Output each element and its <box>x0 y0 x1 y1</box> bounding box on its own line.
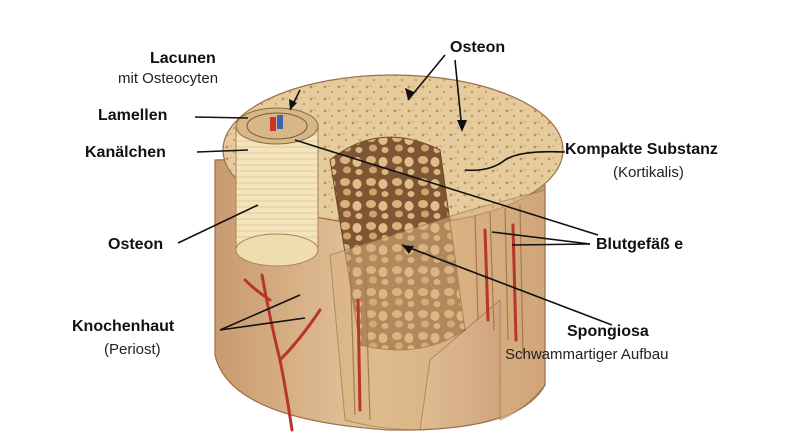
label-osteon-top: Osteon <box>450 39 505 57</box>
label-kompakte-sub: (Kortikalis) <box>613 164 684 181</box>
haversian-canal-vein <box>277 115 283 129</box>
label-lamellen: Lamellen <box>98 107 167 125</box>
haversian-canal-artery <box>270 117 276 131</box>
label-knochenhaut-sub: (Periost) <box>104 341 161 358</box>
label-spongiosa: Spongiosa <box>567 323 649 341</box>
label-knochenhaut: Knochenhaut <box>72 318 174 336</box>
label-kompakte-substanz: Kompakte Substanz <box>565 141 718 159</box>
label-lacunen-sub: mit Osteocyten <box>118 70 218 87</box>
label-kanaelchen: Kanälchen <box>85 144 166 162</box>
label-spongiosa-sub: Schwammartiger Aufbau <box>505 346 668 363</box>
label-osteon-left: Osteon <box>108 236 163 254</box>
label-lacunen: Lacunen <box>150 50 216 68</box>
osteon-bottom <box>236 234 318 266</box>
label-blutgefaesse: Blutgefäß e <box>596 236 683 254</box>
